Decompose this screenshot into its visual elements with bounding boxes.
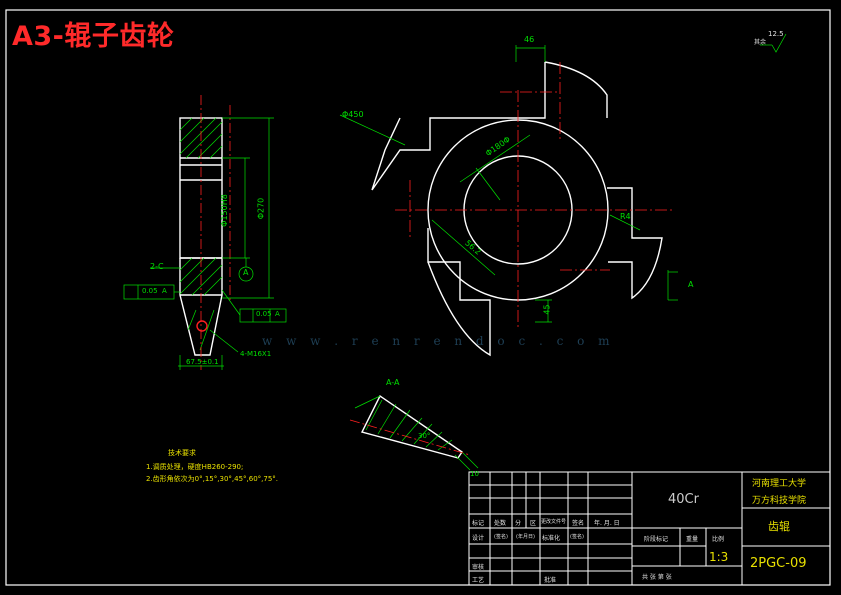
scale-value: 1:3 (709, 550, 729, 564)
dim-r4: R4 (620, 212, 631, 221)
dim-67-5: 67.5±0.1 (186, 358, 219, 366)
section-mark-a: A (688, 280, 694, 289)
header-cell-1: 处数 (494, 520, 507, 527)
weight-label: 重量 (686, 536, 699, 543)
scale-label: 比例 (712, 536, 725, 543)
header-cell-3: 区 (530, 520, 537, 527)
dim-10: 10 (470, 470, 479, 478)
row4-cell-1: 批准 (544, 577, 557, 584)
part-name: 齿辊 (768, 520, 790, 533)
row2-cell-3: 标准化 (542, 535, 561, 542)
sheet-count: 共 张 第 张 (642, 574, 672, 581)
school-name-2: 万方科技学院 (752, 496, 807, 506)
dim-46: 46 (524, 35, 535, 44)
header-cell-5: 签名 (572, 520, 585, 527)
header-cell-0: 标记 (472, 520, 485, 527)
header-cell-6: 年. 月. 日 (594, 520, 620, 527)
dim-dia-150: Φ150H8 (219, 194, 229, 227)
front-view-dims (339, 33, 787, 323)
side-view-hatch (179, 117, 223, 351)
front-view-centerlines (395, 62, 672, 330)
side-view-centerlines (200, 95, 231, 370)
notes-line-1: 1.调质处理，硬度HB260-290; (146, 463, 244, 471)
chamfer-callout: 2-C (150, 262, 164, 271)
row4-cell-0: 工艺 (472, 577, 485, 584)
header-cell-2: 分 (515, 520, 522, 527)
watermark-url: w w w . r e n r e n d o c . c o m (262, 334, 615, 348)
row2-cell-1: (签名) (494, 534, 508, 540)
school-name-1: 河南理工大学 (752, 479, 807, 489)
section-aa (360, 394, 463, 459)
tol-2-ref: A (275, 310, 280, 318)
dim-45: 45 (542, 304, 552, 315)
front-view (371, 61, 663, 357)
drawing-border (5, 9, 831, 586)
tol-1-ref: A (162, 287, 167, 295)
tol-2-value: 0.05 (256, 310, 272, 318)
row2-cell-4: (签名) (570, 534, 584, 540)
tol-1-value: 0.05 (142, 287, 158, 295)
section-label-aa: A-A (386, 378, 400, 387)
tap-callout: 4-M16X1 (240, 350, 272, 358)
dim-dia-270: Φ270 (256, 197, 266, 220)
row2-cell-0: 设计 (472, 535, 485, 542)
header-cell-4: 更改文件号 (541, 519, 567, 525)
datum-a: A (243, 268, 249, 277)
side-view-dims (123, 117, 287, 370)
roughness-value: 12.5 (768, 30, 784, 38)
stage-label: 阶段标记 (644, 536, 669, 543)
material: 40Cr (668, 492, 699, 507)
dim-angle-30: 30° (418, 432, 431, 440)
notes-line-2: 2.齿形角依次为0°,15°,30°,45°,60°,75°. (146, 475, 279, 483)
roughness-prefix: 其余 (754, 39, 767, 46)
row2-cell-2: (年月日) (516, 534, 535, 540)
drawing-title: A3-辊子齿轮 (12, 21, 175, 52)
title-block-grid (468, 471, 831, 586)
row3-cell-0: 审核 (472, 564, 485, 571)
drawing-number: 2PGC-09 (750, 556, 807, 571)
section-aa-centerline (349, 419, 471, 456)
notes-heading: 技术要求 (168, 449, 196, 457)
dim-dia-450: Φ450 (342, 110, 364, 119)
section-aa-hatch (354, 395, 479, 471)
